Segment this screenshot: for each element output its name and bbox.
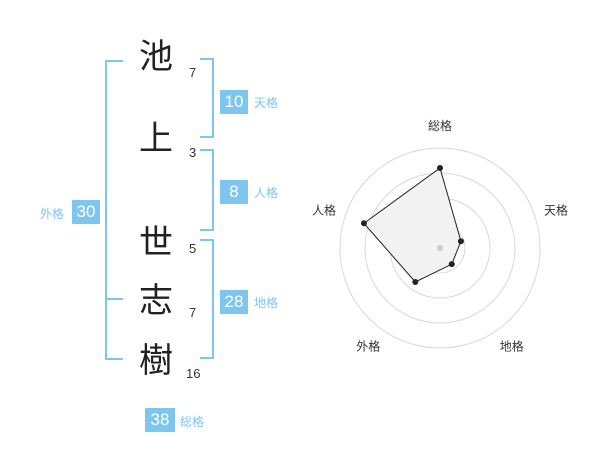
radar-point-5 <box>360 220 367 227</box>
gaikaku-badge: 30 <box>72 200 100 224</box>
tenkaku-bracket <box>200 58 214 138</box>
tenkaku-badge: 10 <box>220 90 248 114</box>
kanji-5: 樹 <box>139 341 173 381</box>
jinkaku-bracket <box>200 149 214 231</box>
radar-label-3: 地格 <box>500 339 524 354</box>
gaikaku-label: 外格 <box>40 207 65 221</box>
soukaku-label: 総格 <box>180 415 205 429</box>
radar-label-1: 総格 <box>428 118 452 133</box>
kanji-5-strokes: 16 <box>186 366 201 381</box>
gaikaku-bracket <box>105 60 123 360</box>
radar-label-4: 外格 <box>356 339 380 354</box>
radar-point-2 <box>457 238 464 245</box>
chikaku-badge: 28 <box>220 290 248 314</box>
jinkaku-badge: 8 <box>220 180 248 204</box>
kanji-1-strokes: 7 <box>189 65 197 80</box>
tenkaku-label: 天格 <box>254 96 279 110</box>
kanji-4-strokes: 7 <box>189 305 197 320</box>
soukaku-badge: 38 <box>145 408 175 432</box>
kanji-2-strokes: 3 <box>189 145 197 160</box>
gaikaku-bracket-tick <box>105 298 123 300</box>
chikaku-bracket <box>200 239 214 359</box>
radar-polygon <box>363 167 462 283</box>
radar-point-1 <box>437 165 443 171</box>
kanji-3: 世 <box>139 223 173 263</box>
kanji-3-strokes: 5 <box>189 241 197 256</box>
radar-label-2: 天格 <box>544 202 568 217</box>
kanji-1: 池 <box>139 37 173 77</box>
radar-point-4 <box>412 278 419 285</box>
radar-point-3 <box>448 261 455 268</box>
chikaku-label: 地格 <box>254 296 279 310</box>
jinkaku-label: 人格 <box>254 186 279 200</box>
radar-points <box>360 165 464 285</box>
kanji-2: 上 <box>139 119 173 159</box>
radar-center-dot <box>437 245 443 251</box>
kanji-4: 志 <box>139 281 173 321</box>
radar-label-5: 人格 <box>312 202 336 217</box>
